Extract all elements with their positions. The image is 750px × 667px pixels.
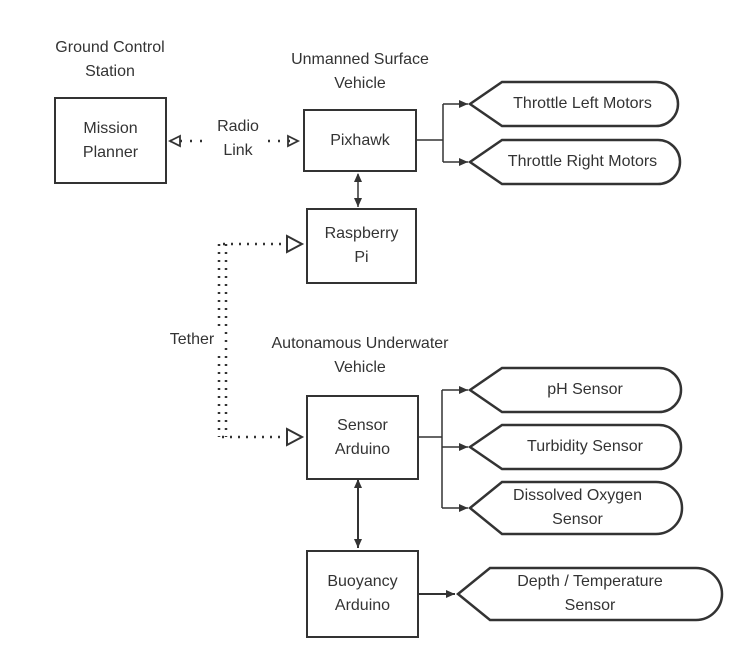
auv-label: Autonamous Underwater Vehicle <box>271 335 449 376</box>
tether-connector <box>217 234 305 447</box>
throttle-left-shape <box>467 80 680 128</box>
turbidity-sensor-shape <box>467 423 683 471</box>
ph-sensor-label: pH Sensor <box>547 381 623 398</box>
radio-link-connector <box>167 134 301 148</box>
throttle-right-label: Throttle Right Motors <box>507 153 658 170</box>
sensor-arduino-output-connectors <box>418 386 468 512</box>
raspberry-pi-box: Raspberry Pi <box>306 208 417 284</box>
depth-temperature-shape <box>456 566 724 622</box>
pixhawk-box: Pixhawk <box>303 109 417 172</box>
radio-link-label: Radio Link <box>217 118 259 159</box>
dissolved-oxygen-shape <box>468 480 684 536</box>
sensor-arduino-box: Sensor Arduino <box>306 395 419 480</box>
turbidity-sensor-label: Turbidity Sensor <box>527 438 643 455</box>
dissolved-oxygen-label: Dissolved Oxygen Sensor <box>513 487 642 528</box>
buoyancy-arduino-box: Buoyancy Arduino <box>306 550 419 638</box>
ground-control-station-label: Ground Control Station <box>55 39 165 80</box>
mission-planner-box: Mission Planner <box>54 97 167 184</box>
ph-sensor-shape <box>467 366 683 414</box>
throttle-right-shape <box>467 138 682 186</box>
pixhawk-output-connectors <box>416 100 468 166</box>
usv-label: Unmanned Surface Vehicle <box>291 51 429 92</box>
throttle-left-label: Throttle Left Motors <box>513 95 652 112</box>
depth-temperature-label: Depth / Temperature Sensor <box>517 573 663 614</box>
tether-label: Tether <box>162 328 222 352</box>
